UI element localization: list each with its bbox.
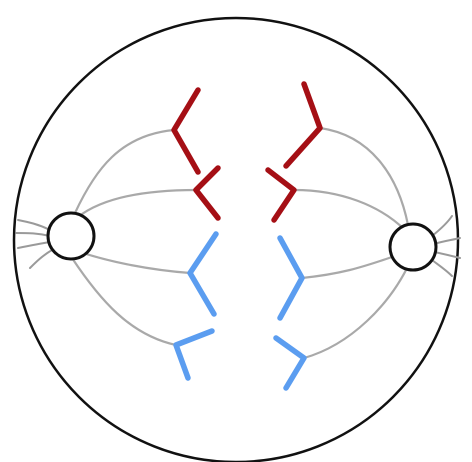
- aster-ray: [431, 215, 453, 237]
- spindle-fiber: [70, 256, 178, 347]
- chromatid: [265, 167, 297, 223]
- aster-ray: [17, 219, 51, 231]
- chromatid: [277, 235, 305, 321]
- left-centrosome: [46, 211, 96, 261]
- cell-membrane: [12, 16, 460, 462]
- spindle-fiber: [78, 250, 192, 275]
- blue-chromatids: [173, 231, 307, 391]
- chromatid: [173, 328, 215, 381]
- chromatid: [171, 87, 201, 175]
- spindle-fiber: [300, 255, 394, 280]
- chromatid: [283, 81, 323, 169]
- spindle-fiber: [76, 188, 198, 219]
- left-aster: [15, 219, 53, 269]
- right-centrosome: [388, 222, 438, 272]
- aster-ray: [15, 232, 51, 237]
- spindle-fiber: [292, 188, 408, 233]
- aster-ray: [433, 251, 461, 259]
- spindle-fiber: [302, 260, 412, 360]
- aster-ray: [431, 259, 453, 277]
- chromatid: [193, 165, 221, 221]
- aster-ray: [433, 237, 461, 245]
- aster-ray: [29, 249, 53, 269]
- spindle-fiber: [318, 126, 410, 227]
- chromatid: [187, 231, 219, 317]
- aster-ray: [17, 241, 51, 249]
- chromatid: [273, 335, 307, 391]
- spindle-fibers: [70, 126, 412, 360]
- red-chromatids: [171, 81, 323, 223]
- spindle-fiber: [73, 128, 176, 215]
